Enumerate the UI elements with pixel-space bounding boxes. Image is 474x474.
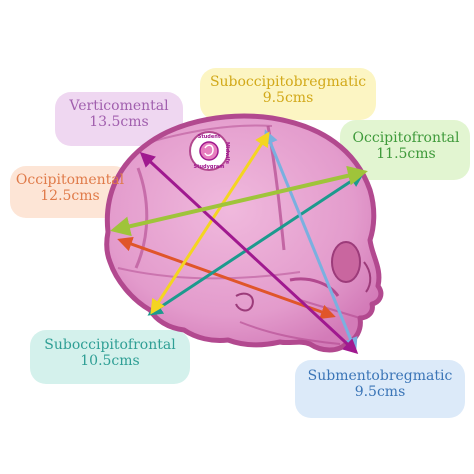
- logo-text-line-1: Student: [198, 134, 221, 140]
- label-submentobregmatic-name: Submentobregmatic: [307, 368, 453, 384]
- wash-occipitomental: [10, 166, 130, 218]
- wash-suboccipitobregmatic: [200, 68, 376, 120]
- label-suboccipitobregmatic-value: 9.5cms: [262, 90, 314, 107]
- logo-text: Student Midwife Studygram: [193, 134, 230, 170]
- logo-text-line-2: Midwife: [224, 142, 230, 165]
- diameter-arrows: [110, 129, 368, 355]
- wash-submentobregmatic: [295, 360, 465, 418]
- label-suboccipitobregmatic: Suboccipitobregmatic 9.5cms: [200, 74, 376, 106]
- label-occipitomental-value: 12.5cms: [40, 188, 100, 205]
- label-submentobregmatic-value: 9.5cms: [354, 384, 406, 401]
- orbit: [331, 241, 361, 283]
- label-suboccipitofrontal-name: Suboccipitofrontal: [44, 337, 176, 353]
- arrow-occipitofrontal: [110, 165, 368, 237]
- label-suboccipitobregmatic-name: Suboccipitobregmatic: [209, 74, 367, 90]
- label-occipitofrontal: Occipitofrontal 11.5cms: [342, 130, 470, 162]
- label-occipitomental: Occipitomental 12.5cms: [10, 172, 130, 204]
- label-suboccipitofrontal-value: 10.5cms: [80, 353, 140, 370]
- label-verticomental-value: 13.5cms: [89, 114, 149, 131]
- wash-occipitofrontal: [340, 120, 470, 180]
- nasal-aperture: [363, 261, 372, 293]
- logo-text-line-3: Studygram: [193, 164, 224, 170]
- label-occipitofrontal-name: Occipitofrontal: [352, 130, 460, 146]
- label-occipitofrontal-value: 11.5cms: [376, 146, 436, 163]
- label-submentobregmatic: Submentobregmatic 9.5cms: [296, 368, 464, 400]
- label-washes: [10, 68, 470, 418]
- label-occipitomental-name: Occipitomental: [15, 172, 125, 188]
- label-verticomental: Verticomental 13.5cms: [57, 98, 181, 130]
- label-suboccipitofrontal: Suboccipitofrontal 10.5cms: [30, 337, 190, 369]
- label-verticomental-name: Verticomental: [69, 98, 169, 114]
